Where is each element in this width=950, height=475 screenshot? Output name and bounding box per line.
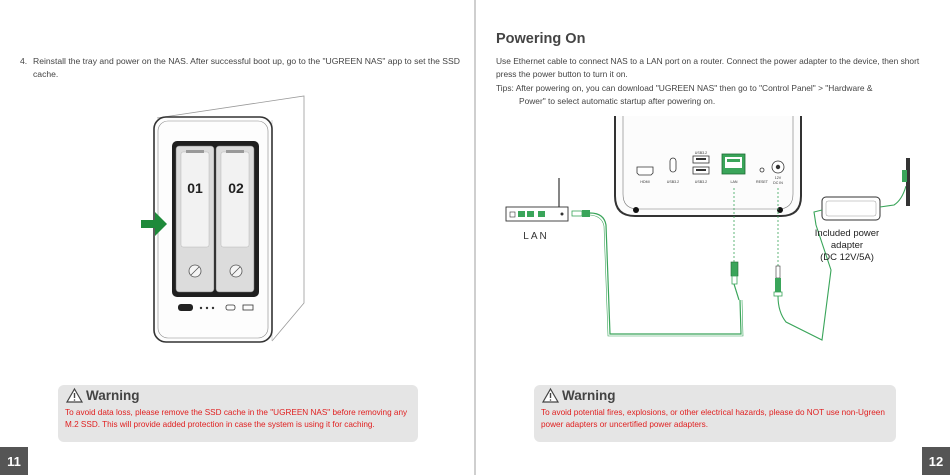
page-number: 11 xyxy=(0,447,28,475)
warning-text: To avoid data loss, please remove the SS… xyxy=(65,408,408,429)
usb-a-top-label: USB3.2 xyxy=(695,151,707,155)
connection-diagram xyxy=(505,116,910,341)
page-number: 12 xyxy=(922,447,950,475)
tips-line-2: Power" to select automatic startup after… xyxy=(519,96,716,106)
adapter-label-line-3: (DC 12V/5A) xyxy=(820,252,874,263)
section-title: Powering On xyxy=(496,31,586,47)
lan-port-label: LAN xyxy=(731,180,738,184)
router-lan-label: LAN xyxy=(523,231,548,242)
usb-c-port-label: USB3.2 xyxy=(667,180,679,184)
warning-triangle-icon xyxy=(65,387,84,403)
adapter-label-line-1: Included power xyxy=(815,228,879,239)
warning-title: Warning xyxy=(562,388,616,403)
reset-label: RESET xyxy=(756,180,769,184)
hdmi-port-label: HDMI xyxy=(640,180,649,184)
powering-on-paragraph: Use Ethernet cable to connect NAS to a L… xyxy=(496,56,920,79)
dc-in-label: DC IN xyxy=(773,181,783,185)
bay-2-label: 02 xyxy=(228,180,244,196)
dc-in-voltage-label: 12V xyxy=(775,176,782,180)
warning-triangle-icon xyxy=(541,387,560,403)
usb-a-port-label: USB3.2 xyxy=(695,180,707,184)
page-11: 4. Reinstall the tray and power on the N… xyxy=(0,0,474,475)
bay-labels: 01 02 xyxy=(187,180,244,196)
tips-line-1: Tips: After powering on, you can downloa… xyxy=(496,83,873,93)
step-4-instruction: 4. Reinstall the tray and power on the N… xyxy=(20,55,460,81)
adapter-label-line-2: adapter xyxy=(831,240,863,251)
nas-illustration xyxy=(141,95,305,343)
warning-header: Warning xyxy=(65,387,140,403)
warning-text: To avoid potential fires, explosions, or… xyxy=(541,408,885,429)
tips-paragraph: Tips: After powering on, you can downloa… xyxy=(496,82,936,108)
step-text: Reinstall the tray and power on the NAS.… xyxy=(33,56,460,79)
diagram-labels: HDMI USB3.2 USB3.2 USB3.2 LAN RESET 12V … xyxy=(523,151,879,263)
step-number: 4. xyxy=(20,56,28,66)
warning-header: Warning xyxy=(541,387,616,403)
page-12: Powering On Use Ethernet cable to connec… xyxy=(476,0,950,475)
arrow-icon xyxy=(141,212,167,236)
page-gutter xyxy=(474,0,476,475)
bay-1-label: 01 xyxy=(187,180,203,196)
warning-box: Warning To avoid potential fires, explos… xyxy=(534,385,896,442)
warning-title: Warning xyxy=(86,388,140,403)
warning-box: Warning To avoid data loss, please remov… xyxy=(58,385,418,442)
